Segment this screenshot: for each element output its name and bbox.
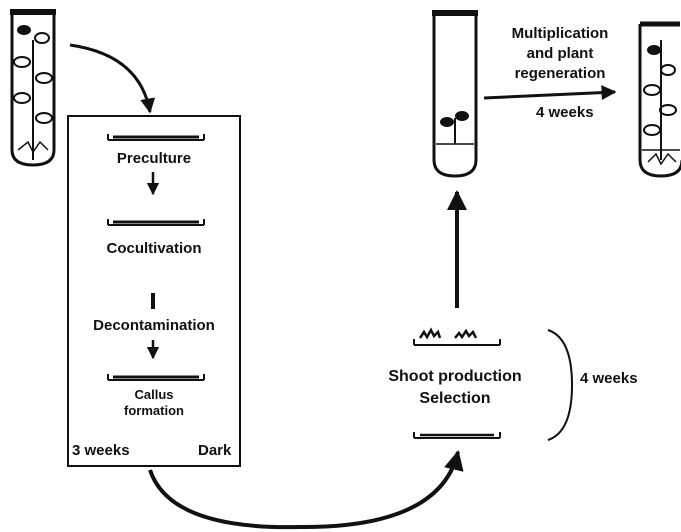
box-duration: 3 weeks — [72, 442, 130, 459]
step-decontamination: Decontamination — [93, 317, 215, 334]
arrow-to-mature-plant — [483, 85, 617, 101]
shoot-plate-icon — [413, 327, 501, 346]
source-plant-tube-icon — [10, 9, 56, 167]
mature-plant-tube-icon — [638, 21, 681, 178]
selection-brace — [547, 329, 574, 441]
selection-duration: 4 weeks — [580, 370, 638, 387]
selection-plate-icon — [413, 432, 501, 439]
step-preculture: Preculture — [116, 150, 192, 167]
regeneration-line1: Multiplication — [511, 25, 609, 42]
selection-line1: Shoot production — [388, 368, 522, 385]
regeneration-duration: 4 weeks — [536, 104, 594, 121]
culture-box — [67, 115, 241, 467]
selection-line2: Selection — [419, 390, 491, 407]
petri-plate-3-icon — [107, 374, 205, 381]
arrow-box-to-selection — [148, 450, 464, 530]
petri-plate-1-icon — [107, 134, 205, 141]
step-callus: Callus — [134, 387, 174, 402]
step-cocultivation: Cocultivation — [106, 240, 202, 257]
box-condition: Dark — [198, 442, 232, 459]
regeneration-line3: regeneration — [514, 65, 606, 82]
petri-plate-2-icon — [107, 219, 205, 226]
arrow-to-box — [69, 43, 156, 114]
step-callus-formation: formation — [124, 403, 184, 418]
cocultivation-dash — [151, 293, 155, 309]
regeneration-line2: and plant — [526, 45, 594, 62]
young-plant-tube-icon — [432, 10, 478, 178]
